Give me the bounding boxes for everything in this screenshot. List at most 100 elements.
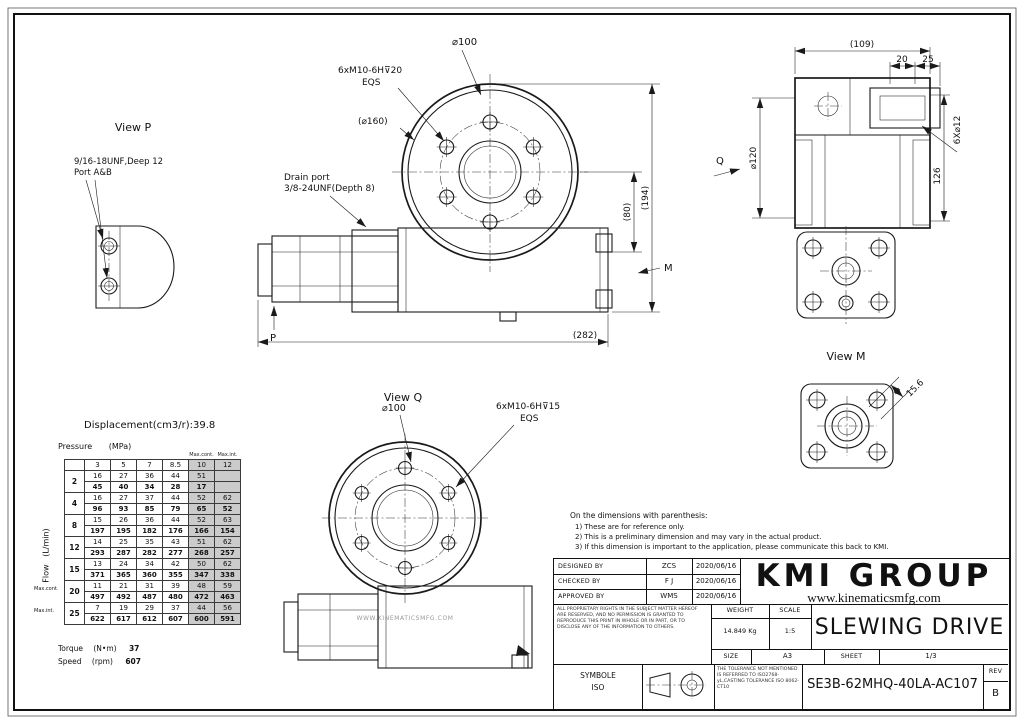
speed-cell: 257 — [214, 547, 241, 559]
torque-cell: 48 — [188, 580, 215, 592]
projection-symbols — [646, 671, 706, 699]
torque-cell: 62 — [214, 492, 241, 504]
pressure-col: 5 — [110, 459, 137, 471]
speed-cell: 154 — [214, 525, 241, 537]
max-labels-row: Max.cont. Max.int. — [65, 452, 241, 460]
speed-cell: 96 — [84, 503, 111, 515]
flow-value: 4 — [64, 492, 85, 515]
dim-label-109: (109) — [850, 40, 874, 50]
speed-cell: 463 — [214, 591, 241, 603]
dim-label-80: (80) — [623, 203, 633, 221]
speed-cell: 612 — [136, 613, 163, 625]
torque-cell: 27 — [110, 492, 137, 504]
torque-label: Torque — [58, 644, 83, 653]
speed-label: Speed — [58, 657, 82, 666]
torque-cell: 13 — [84, 558, 111, 570]
speed-cell: 17 — [188, 481, 215, 493]
speed-cell: 472 — [188, 591, 215, 603]
speed-cell: 85 — [136, 503, 163, 515]
sheet-border — [7, 7, 1017, 717]
torque-cell: 39 — [162, 580, 189, 592]
speed-cell: 365 — [110, 569, 137, 581]
section-arrow — [516, 645, 530, 656]
torque-cell: 29 — [136, 602, 163, 614]
speed-cell — [214, 481, 241, 493]
projection-cone-icon — [646, 672, 676, 698]
torque-cell: 27 — [110, 470, 137, 482]
torque-cell: 24 — [110, 558, 137, 570]
speed-cell: 591 — [214, 613, 241, 625]
bolt-note-front-line2: EQS — [362, 78, 381, 88]
flow-value: 12 — [64, 536, 85, 559]
dim-label-282: (282) — [573, 331, 597, 341]
flow-value: 25 — [64, 602, 85, 625]
part-number: SE3B-62MHQ-40LA-AC107 — [807, 677, 978, 692]
speed-unit: (rpm) — [91, 657, 113, 666]
torque-cell: 16 — [84, 492, 111, 504]
torque-cell: 43 — [162, 536, 189, 548]
speed-cell: 52 — [214, 503, 241, 515]
view-m-drawing: View M 15.6 — [800, 350, 926, 469]
notes-heading: On the dimensions with parenthesis: — [570, 511, 708, 520]
speed-cell: 282 — [136, 547, 163, 559]
torque-cell: 44 — [188, 602, 215, 614]
note-item: 3) If this dimension is important to the… — [575, 543, 889, 552]
torque-cell: 21 — [110, 580, 137, 592]
dim-label-156: 15.6 — [905, 378, 926, 399]
torque-cell: 62 — [214, 536, 241, 548]
sheet-label: SHEET — [840, 653, 863, 660]
speed-cell: 607 — [162, 613, 189, 625]
torque-cell: 34 — [136, 558, 163, 570]
torque-cell: 31 — [136, 580, 163, 592]
speed-cell: 45 — [84, 481, 111, 493]
view-p-drawing: View P 9/16-18UNF,Deep 12 Port A&B — [74, 121, 175, 309]
pressure-col: 8.5 — [162, 459, 189, 471]
flow-unit: (L/min) — [41, 528, 51, 557]
dim-label-6xd12: 6X⌀12 — [953, 116, 963, 145]
watermark-text: WWW.KINEMATICSMFG.COM — [356, 615, 453, 622]
speed-value: 607 — [125, 657, 141, 666]
speed-cell: 617 — [110, 613, 137, 625]
marker-m: M — [664, 263, 673, 274]
title-block: DESIGNED BY ZCS 2020/06/16 CHECKED BY F … — [553, 558, 1010, 711]
speed-cell: 287 — [110, 547, 137, 559]
speed-cell: 622 — [84, 613, 111, 625]
torque-unit: (N•m) — [93, 644, 117, 653]
flow-label: Flow — [41, 564, 51, 583]
checked-by-name: F J — [664, 577, 674, 585]
displacement-title: Displacement(cm3/r):39.8 — [84, 420, 216, 431]
bolt-note-q-line1: 6xM10-6H⊽15 — [496, 402, 560, 412]
torque-cell: 51 — [188, 536, 215, 548]
dim-label-d120: ⌀120 — [749, 146, 759, 169]
speed-cell: 338 — [214, 569, 241, 581]
corner-cell — [64, 459, 85, 471]
pressure-axis-label: Pressure (MPa) — [58, 442, 131, 451]
max-int-side-label: Max.int. — [34, 608, 55, 614]
drain-note-line2: 3/8-24UNF(Depth 8) — [284, 184, 375, 194]
speed-cell: 34 — [136, 481, 163, 493]
torque-value: 37 — [128, 644, 140, 653]
torque-cell: 7 — [84, 602, 111, 614]
torque-cell: 37 — [162, 602, 189, 614]
speed-cell: 65 — [188, 503, 215, 515]
speed-cell: 268 — [188, 547, 215, 559]
torque-cell: 26 — [110, 514, 137, 526]
port-note-line2: Port A&B — [74, 168, 112, 178]
company-website: www.kinematicsmfg.com — [807, 590, 941, 605]
torque-annotation: Torque (N•m) 37 — [58, 644, 139, 653]
torque-cell: 15 — [84, 514, 111, 526]
parenthesis-notes: On the dimensions with parenthesis: 1) T… — [570, 511, 1008, 552]
speed-annotation: Speed (rpm) 607 — [58, 657, 141, 666]
rev-value: B — [992, 688, 999, 699]
speed-cell: 182 — [136, 525, 163, 537]
